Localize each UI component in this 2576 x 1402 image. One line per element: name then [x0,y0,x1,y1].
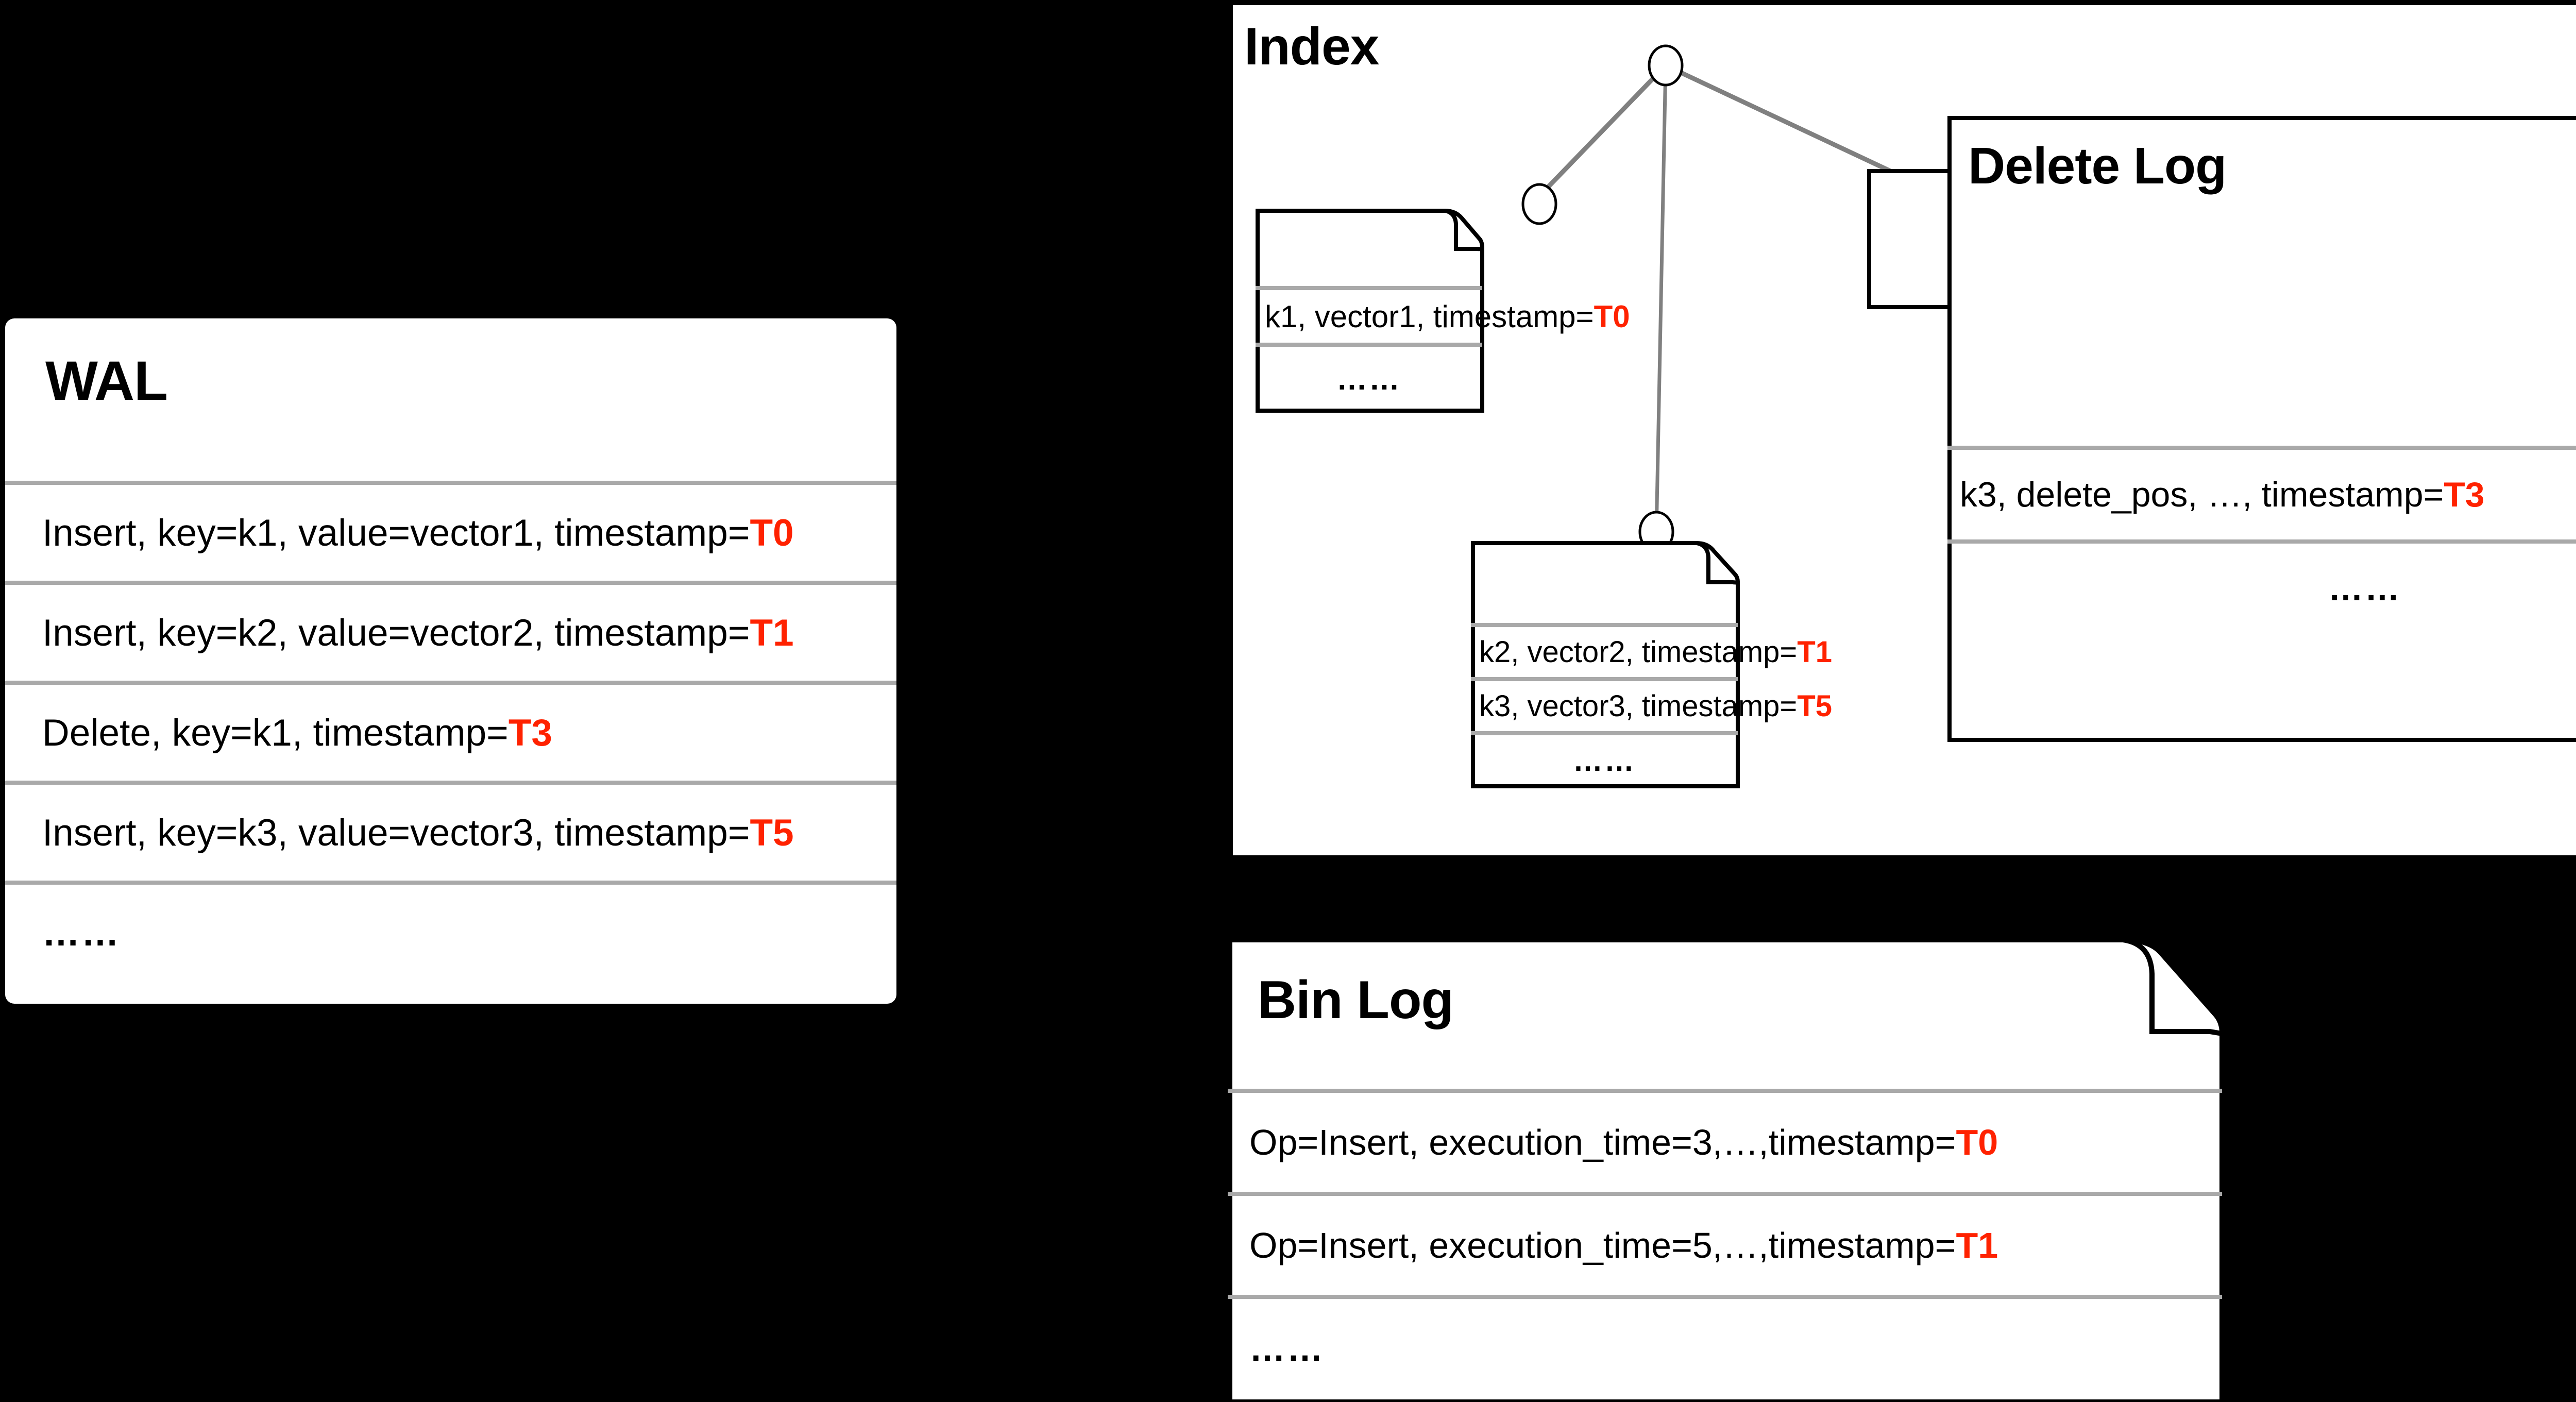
index-leaf-row: k3, vector3, timestamp=T5 [1471,677,1832,731]
index-leaf-row: k1, vector1, timestamp=T0 [1256,286,1630,343]
bin-log-row-text: Op=Insert, execution_time=5,…,timestamp= [1249,1225,1956,1265]
index-leaf-row-text: k2, vector2, timestamp= [1479,635,1798,669]
delete-log-row-timestamp: T3 [2444,475,2485,514]
delete-log-row-ellipsis: …… [1947,539,2576,633]
index-leaf-row-timestamp: T1 [1797,635,1832,669]
wal-row: Insert, key=k1, value=vector1, timestamp… [5,481,896,581]
wal-row-timestamp: T3 [508,712,553,754]
tree-node-root [1648,44,1684,87]
delete-log-row-list: k3, delete_pos, …, timestamp=T3 …… [1947,446,2576,633]
delete-log-card: Delete Log k3, delete_pos, …, timestamp=… [1947,116,2576,742]
bin-log-row: Op=Insert, execution_time=3,…,timestamp=… [1228,1089,2222,1192]
wal-row-timestamp: T1 [750,612,794,654]
delete-log-row: k3, delete_pos, …, timestamp=T3 [1947,446,2576,539]
bin-log-row: Op=Insert, execution_time=5,…,timestamp=… [1228,1192,2222,1295]
bin-log-row-timestamp: T0 [1956,1122,1998,1162]
wal-row-text: Insert, key=k3, value=vector3, timestamp… [42,812,750,854]
wal-row-timestamp: T5 [750,812,794,854]
index-panel: Index k1, vector1, timestamp=T0 …… [1233,5,2576,855]
index-leaf-row-text: k3, vector3, timestamp= [1479,689,1798,723]
index-leaf-card-k2k3: k2, vector2, timestamp=T1 k3, vector3, t… [1471,541,1832,788]
delete-log-row-text: …… [2328,569,2401,608]
index-title: Index [1244,17,1379,76]
index-leaf-row-ellipsis: …… [1471,731,1738,786]
wal-row-text: Delete, key=k1, timestamp= [42,712,509,754]
index-leaf-row-timestamp: T0 [1594,299,1630,334]
index-leaf-row-text: …… [1573,744,1636,778]
delete-log-row-text: k3, delete_pos, …, timestamp= [1960,475,2444,514]
index-leaf-row-text: k1, vector1, timestamp= [1265,299,1594,334]
wal-row-text: …… [42,911,121,954]
wal-row: Insert, key=k3, value=vector3, timestamp… [5,781,896,881]
delete-log-title: Delete Log [1968,137,2227,195]
bin-log-row-list: Op=Insert, execution_time=3,…,timestamp=… [1228,1089,2222,1398]
index-leaf-row: k2, vector2, timestamp=T1 [1471,623,1832,677]
wal-row-ellipsis: …… [5,881,896,981]
index-leaf-k1-row-list: k1, vector1, timestamp=T0 …… [1256,286,1630,411]
wal-row-list: Insert, key=k1, value=vector1, timestamp… [5,481,896,981]
index-leaf-k2k3-row-list: k2, vector2, timestamp=T1 k3, vector3, t… [1471,623,1832,786]
wal-row-text: Insert, key=k1, value=vector1, timestamp… [42,512,750,554]
bin-log-row-text: Op=Insert, execution_time=3,…,timestamp= [1249,1122,1956,1162]
wal-row: Delete, key=k1, timestamp=T3 [5,681,896,781]
bin-log-title: Bin Log [1258,970,1454,1030]
tree-edge-root-bottom [1654,65,1668,532]
index-leaf-row-timestamp: T5 [1797,689,1832,723]
wal-panel: WAL Insert, key=k1, value=vector1, times… [5,318,896,1004]
bin-log-row-timestamp: T1 [1956,1225,1998,1265]
wal-row: Insert, key=k2, value=vector2, timestamp… [5,581,896,681]
bin-log-row-ellipsis: …… [1228,1295,2222,1398]
tree-edge-root-left [1542,63,1668,193]
bin-log-card: Bin Log Op=Insert, execution_time=3,…,ti… [1227,937,2225,1402]
bin-log-row-text: …… [1249,1328,1325,1369]
wal-row-timestamp: T0 [750,512,794,554]
wal-row-text: Insert, key=k2, value=vector2, timestamp… [42,612,750,654]
index-leaf-row-ellipsis: …… [1256,343,1482,411]
index-leaf-row-text: …… [1336,361,1401,396]
wal-title: WAL [45,349,168,412]
tree-node-left-child [1521,183,1557,225]
index-leaf-card-k1: k1, vector1, timestamp=T0 …… [1256,209,1630,413]
